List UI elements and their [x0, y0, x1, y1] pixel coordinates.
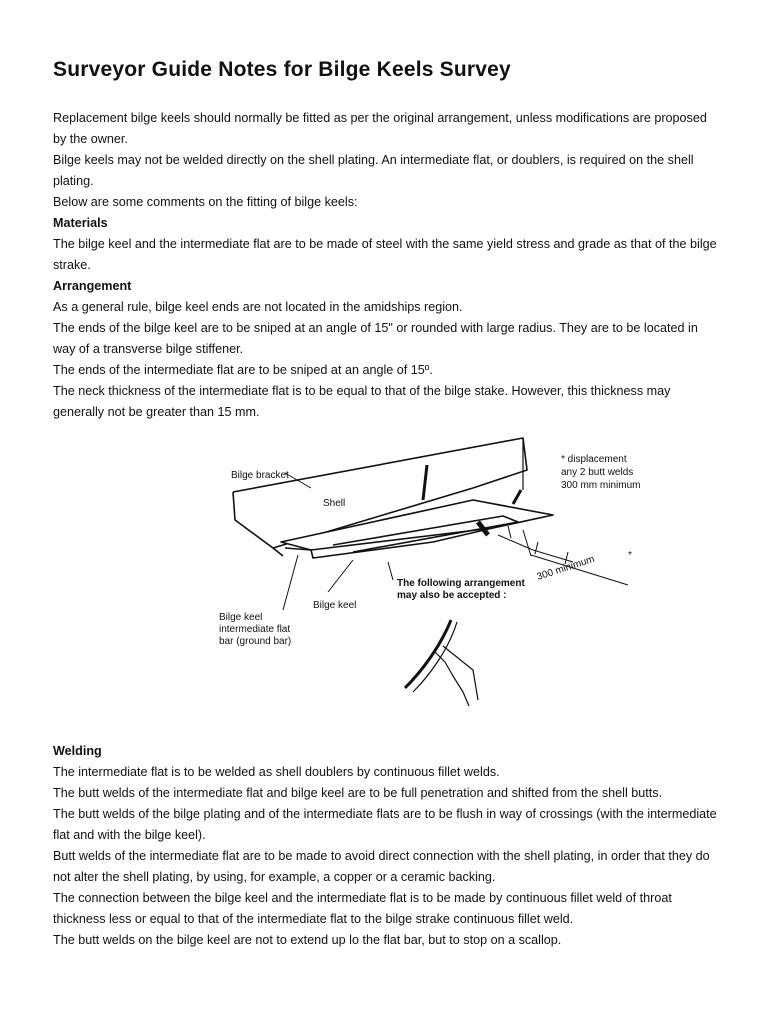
label-300-minimum: 300 minimum — [536, 554, 596, 583]
label-alt-2: may also be accepted : — [397, 590, 507, 601]
bilge-keel-diagram: Bilge bracket Shell * displacement any 2… — [173, 430, 640, 710]
label-displacement-2: any 2 butt welds — [561, 467, 633, 478]
label-flat-3: bar (ground bar) — [219, 636, 291, 647]
arrangement-paragraph: The ends of the bilge keel are to be sni… — [53, 321, 698, 356]
welding-paragraph: The butt welds of the bilge plating and … — [53, 807, 717, 842]
alt-section-shell — [403, 619, 453, 690]
intro-paragraph: Below are some comments on the fitting o… — [53, 195, 358, 209]
welding-paragraph: The butt welds on the bilge keel are not… — [53, 933, 562, 947]
welding-paragraph: The intermediate flat is to be welded as… — [53, 765, 500, 779]
materials-heading: Materials — [53, 216, 108, 230]
label-displacement-1: * displacement — [561, 454, 627, 465]
page-title: Surveyor Guide Notes for Bilge Keels Sur… — [53, 58, 511, 81]
intermediate-flat — [332, 515, 519, 553]
welding-paragraph: The butt welds of the intermediate flat … — [53, 786, 663, 800]
label-alt-1: The following arrangement — [397, 578, 525, 589]
arrangement-paragraph: The ends of the intermediate flat are to… — [53, 363, 433, 377]
arrangement-heading: Arrangement — [53, 279, 132, 293]
label-bilge-bracket: Bilge bracket — [231, 470, 289, 481]
welding-paragraph: Butt welds of the intermediate flat are … — [53, 849, 710, 884]
label-bilge-keel: Bilge keel — [313, 600, 356, 611]
materials-paragraph: The bilge keel and the intermediate flat… — [53, 237, 717, 272]
shell-plate — [232, 437, 528, 493]
intro-section: Replacement bilge keels should normally … — [53, 108, 721, 423]
bilge-keel — [280, 499, 554, 551]
arrangement-paragraph: As a general rule, bilge keel ends are n… — [53, 300, 463, 314]
bilge-bracket — [232, 491, 284, 557]
label-flat-1: Bilge keel — [219, 612, 262, 623]
label-asterisk: * — [628, 550, 632, 561]
intro-paragraph: Bilge keels may not be welded directly o… — [53, 153, 694, 188]
label-shell: Shell — [323, 498, 345, 509]
arrangement-paragraph: The neck thickness of the intermediate f… — [53, 384, 671, 419]
label-flat-2: intermediate flat — [219, 624, 290, 635]
welding-section: Welding The intermediate flat is to be w… — [53, 741, 721, 951]
welding-paragraph: The connection between the bilge keel an… — [53, 891, 672, 926]
intro-paragraph: Replacement bilge keels should normally … — [53, 111, 707, 146]
label-displacement-3: 300 mm minimum — [561, 480, 640, 491]
welding-heading: Welding — [53, 744, 102, 758]
